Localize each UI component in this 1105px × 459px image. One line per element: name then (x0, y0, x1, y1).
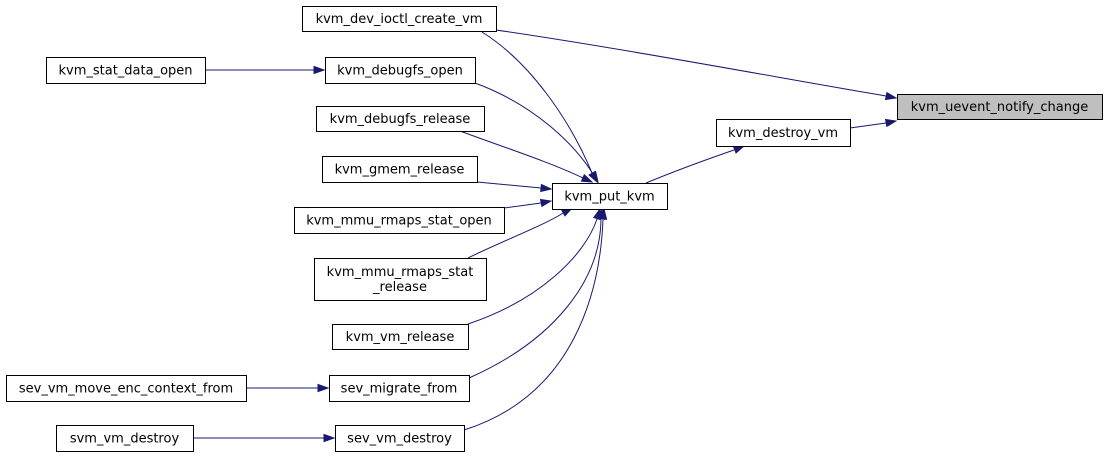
node-label: kvm_vm_release (346, 330, 455, 345)
node-create-vm[interactable]: kvm_dev_ioctl_create_vm (302, 6, 497, 32)
edge-line (474, 82, 594, 175)
node-box (325, 57, 476, 84)
node-label: kvm_uevent_notify_change (911, 100, 1088, 115)
arrowhead-icon (598, 207, 608, 220)
node-label: kvm_put_kvm (564, 190, 654, 205)
edge-n_svm_destroy-to-n_sev_destroy (193, 433, 336, 443)
node-box (322, 156, 478, 183)
node-stat-data-open[interactable]: kvm_stat_data_open (46, 57, 206, 84)
edge-n_destroy_vm-to-n_uevent (849, 118, 898, 129)
node-label: kvm_debugfs_release (330, 112, 471, 127)
node-label: kvm_dev_ioctl_create_vm (316, 12, 483, 27)
edges-layer (193, 29, 898, 443)
node-vm-release[interactable]: kvm_vm_release (332, 324, 469, 350)
node-label: kvm_mmu_rmaps_stat (327, 265, 474, 280)
node-box (56, 425, 194, 452)
node-label: kvm_destroy_vm (728, 126, 838, 141)
edge-line (849, 122, 887, 129)
node-box (6, 375, 247, 402)
node-debugfs-release[interactable]: kvm_debugfs_release (316, 106, 485, 132)
nodes-layer: kvm_uevent_notify_change kvm_dev_ioctl_cr… (6, 6, 1103, 452)
edge-line (645, 149, 735, 184)
edge-line (467, 212, 564, 259)
node-label: kvm_mmu_rmaps_stat_open (306, 214, 492, 229)
node-uevent[interactable]: kvm_uevent_notify_change (897, 94, 1103, 120)
edge-n_sev_move_enc-to-n_sev_migrate (246, 383, 330, 393)
edge-line (468, 219, 602, 379)
node-label: svm_vm_destroy (70, 432, 180, 447)
node-svm-destroy[interactable]: svm_vm_destroy (56, 425, 194, 452)
arrowhead-icon (732, 145, 746, 154)
edge-n_put_kvm-to-n_destroy_vm (645, 145, 746, 184)
edge-n_debugfs_open-to-n_put_kvm (474, 82, 599, 184)
edge-n_sev_destroy-to-n_put_kvm (463, 207, 608, 431)
node-box (302, 6, 497, 32)
edge-line (476, 181, 542, 189)
node-destroy-vm[interactable]: kvm_destroy_vm (716, 119, 851, 147)
arrowhead-icon (588, 170, 599, 184)
node-box (316, 106, 485, 132)
arrowhead-icon (539, 198, 553, 208)
node-sev-destroy[interactable]: sev_vm_destroy (335, 425, 465, 452)
edge-line (495, 29, 887, 97)
edge-line (481, 31, 593, 174)
node-label: sev_migrate_from (341, 382, 458, 397)
node-sev-move-enc[interactable]: sev_vm_move_enc_context_from (6, 375, 247, 402)
arrowhead-icon (580, 173, 594, 183)
node-box (552, 183, 668, 210)
node-box (332, 324, 469, 350)
node-label: kvm_stat_data_open (58, 64, 192, 79)
node-label: _release (372, 280, 427, 295)
node-debugfs-open[interactable]: kvm_debugfs_open (325, 57, 476, 84)
arrowhead-icon (317, 383, 330, 393)
node-rmaps-open[interactable]: kvm_mmu_rmaps_stat_open (294, 207, 505, 234)
node-label: kvm_debugfs_open (337, 64, 463, 79)
edge-n_debugfs_release-to-n_put_kvm (459, 130, 594, 183)
arrowhead-icon (313, 65, 326, 75)
edge-n_create_vm-to-n_uevent (495, 29, 898, 101)
node-box (897, 94, 1103, 120)
node-gmem-release[interactable]: kvm_gmem_release (322, 156, 478, 183)
node-rmaps-release[interactable]: kvm_mmu_rmaps_stat_release (314, 258, 487, 301)
node-sev-migrate[interactable]: sev_migrate_from (329, 375, 470, 402)
node-put-kvm[interactable]: kvm_put_kvm (552, 183, 668, 210)
node-box (46, 57, 206, 84)
edge-n_rmaps_open-to-n_put_kvm (503, 198, 553, 209)
edge-n_stat_data_open-to-n_debugfs_open (205, 65, 326, 75)
arrowhead-icon (884, 118, 898, 128)
edge-line (503, 202, 542, 209)
node-label: sev_vm_destroy (347, 432, 452, 447)
edge-n_sev_migrate-to-n_put_kvm (468, 207, 606, 379)
edge-line (463, 219, 604, 431)
arrowhead-icon (323, 433, 336, 443)
node-box (335, 425, 465, 452)
arrowhead-icon (884, 91, 898, 101)
node-label: sev_vm_move_enc_context_from (19, 382, 233, 397)
arrowhead-icon (540, 183, 553, 193)
node-box (314, 258, 487, 301)
node-label: kvm_gmem_release (335, 163, 465, 178)
node-box (716, 119, 851, 147)
edge-line (467, 218, 598, 325)
node-box (329, 375, 470, 402)
node-box (294, 207, 505, 234)
edge-line (459, 130, 584, 179)
edge-n_gmem_release-to-n_put_kvm (476, 181, 553, 193)
